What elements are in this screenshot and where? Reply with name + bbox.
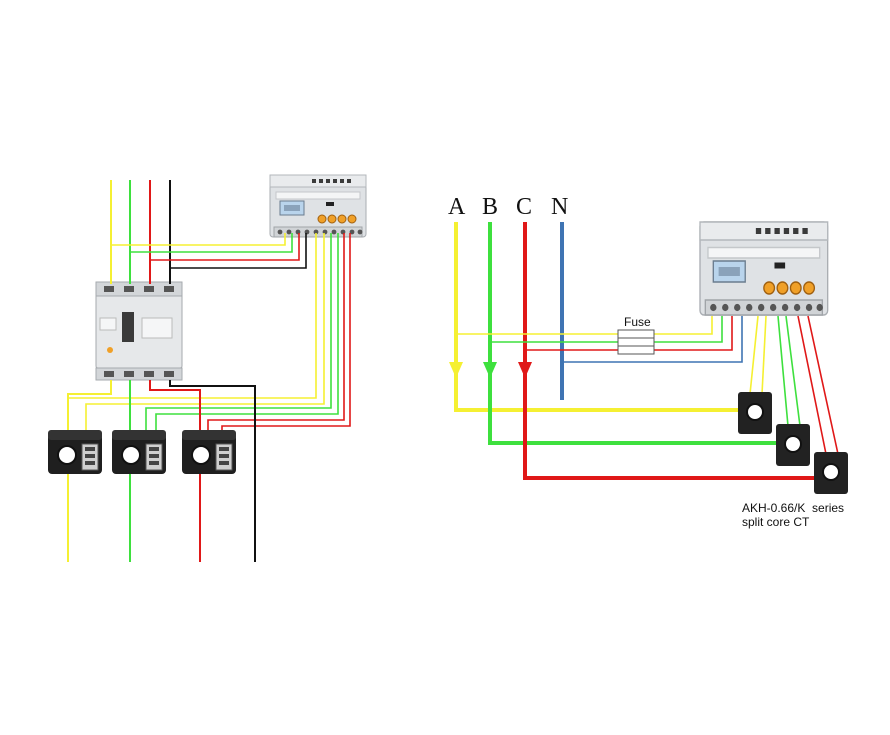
fuse-label: Fuse: [624, 315, 651, 329]
fuse-icon: [617, 329, 655, 355]
phase-label-c: C: [516, 194, 532, 220]
left-voltage-taps: [111, 233, 307, 269]
right-wiring-diagram: A B C N Fuse: [448, 194, 848, 529]
ct-caption-line1: AKH-0.66/K series: [742, 501, 844, 515]
ct-caption-line2: split core CT: [742, 515, 810, 529]
right-phase-lines: [449, 222, 820, 480]
energy-meter-icon-right: [699, 221, 829, 316]
energy-meter-icon: [269, 174, 367, 238]
phase-label-n: N: [551, 194, 568, 220]
phase-label-a: A: [448, 194, 466, 220]
ct-icon-right-c: [814, 452, 848, 494]
right-voltage-taps: [456, 316, 743, 363]
ct-icon-left-a: [47, 429, 103, 475]
ct-icon-left-b: [111, 429, 167, 475]
ct-icon-right-a: [738, 392, 772, 434]
ct-icon-left-c: [181, 429, 237, 475]
ct-icon-right-b: [776, 424, 810, 466]
phase-label-b: B: [482, 194, 498, 220]
left-wiring-diagram: [47, 174, 367, 562]
left-incoming-lines: [110, 180, 171, 284]
right-ct-leads: [749, 315, 839, 455]
circuit-breaker-icon: [95, 281, 183, 381]
